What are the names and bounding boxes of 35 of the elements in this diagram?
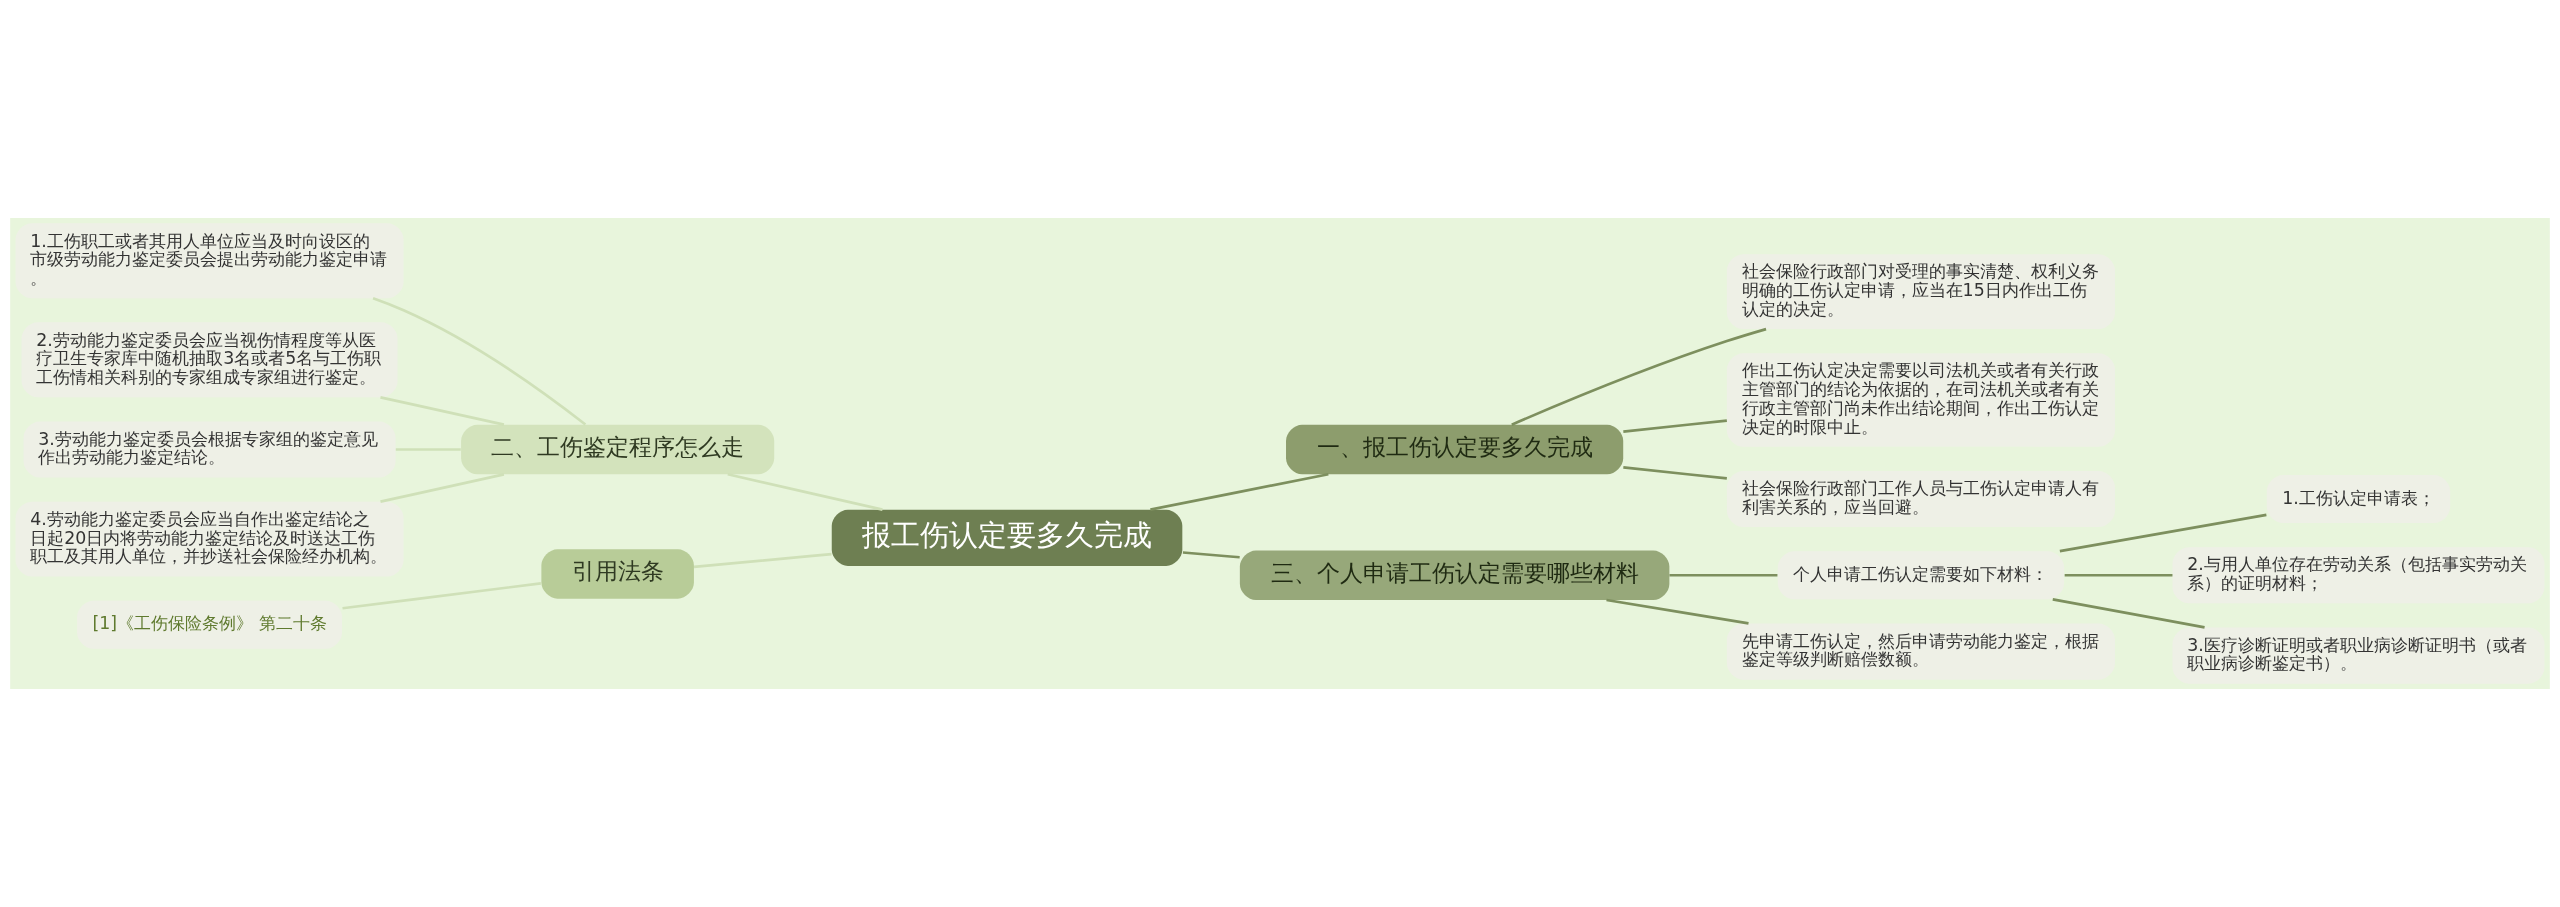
connector: [2052, 598, 2205, 629]
connector: [2059, 513, 2267, 553]
connector: [1150, 472, 1329, 511]
node-box: 社会保险行政部门对受理的事实清楚、权利义务明确的工伤认定申请，应当在15日内作出工伤认定的决定。: [1726, 254, 2115, 330]
connector: [2064, 573, 2173, 577]
connector: [1182, 551, 1240, 559]
node-box: 三、个人申请工伤认定需要哪些材料: [1239, 550, 1670, 600]
node-box: 2.劳动能力鉴定委员会应当视伤情程度等从医疗卫生专家库中随机抽取3名或者5名与工伤职工伤情相关科别的专家组成专家组进行鉴定。: [21, 322, 398, 398]
node-box: 先申请工伤认定，然后申请劳动能力鉴定，根据鉴定等级判断赔偿数额。: [1726, 623, 2115, 680]
node-box: 4.劳动能力鉴定委员会应当自作出鉴定结论之日起20日内将劳动能力鉴定结论及时送达工伤职工及其用人单位，并抄送社会保险经办机构。: [15, 501, 404, 577]
connector: [395, 448, 461, 451]
connector: [1511, 327, 1767, 426]
node-box: 报工伤认定要多久完成: [831, 509, 1183, 566]
node-box: 社会保险行政部门工作人员与工伤认定申请人有利害关系的，应当回避。: [1726, 470, 2115, 528]
connector: [727, 473, 883, 511]
node-box: 引用法条: [541, 549, 694, 599]
connector: [342, 582, 541, 610]
connector: [372, 297, 587, 426]
node-box: 一、报工伤认定要多久完成: [1286, 424, 1624, 475]
connector: [693, 552, 832, 569]
node-box: 2.与用人单位存在劳动关系（包括事实劳动关系）的证明材料；: [2172, 547, 2545, 604]
connector: [380, 473, 505, 503]
connector: [380, 396, 505, 426]
node-box: 作出工伤认定决定需要以司法机关或者有关行政主管部门的结论为依据的，在司法机关或者有关行政主管部门尚未作出结论期间，作出工伤认定决定的时限中止。: [1726, 353, 2115, 447]
node-box: 个人申请工伤认定需要如下材料：: [1777, 551, 2065, 600]
node-box: 1.工伤认定申请表；: [2266, 474, 2451, 524]
connector: [1623, 419, 1727, 433]
node-box: 3.劳动能力鉴定委员会根据专家组的鉴定意见作出劳动能力鉴定结论。: [23, 421, 396, 478]
connector: [1606, 598, 1749, 625]
connector: [1623, 466, 1727, 480]
node-box: [1]《工伤保险条例》 第二十条: [77, 600, 342, 649]
node-box: 3.医疗诊断证明或者职业病诊断证明书（或者职业病诊断鉴定书）。: [2172, 627, 2545, 684]
node-box: 二、工伤鉴定程序怎么走: [461, 424, 775, 475]
node-box: 1.工伤职工或者其用人单位应当及时向设区的市级劳动能力鉴定委员会提出劳动能力鉴定申请。: [15, 223, 404, 299]
connector: [1669, 573, 1778, 577]
